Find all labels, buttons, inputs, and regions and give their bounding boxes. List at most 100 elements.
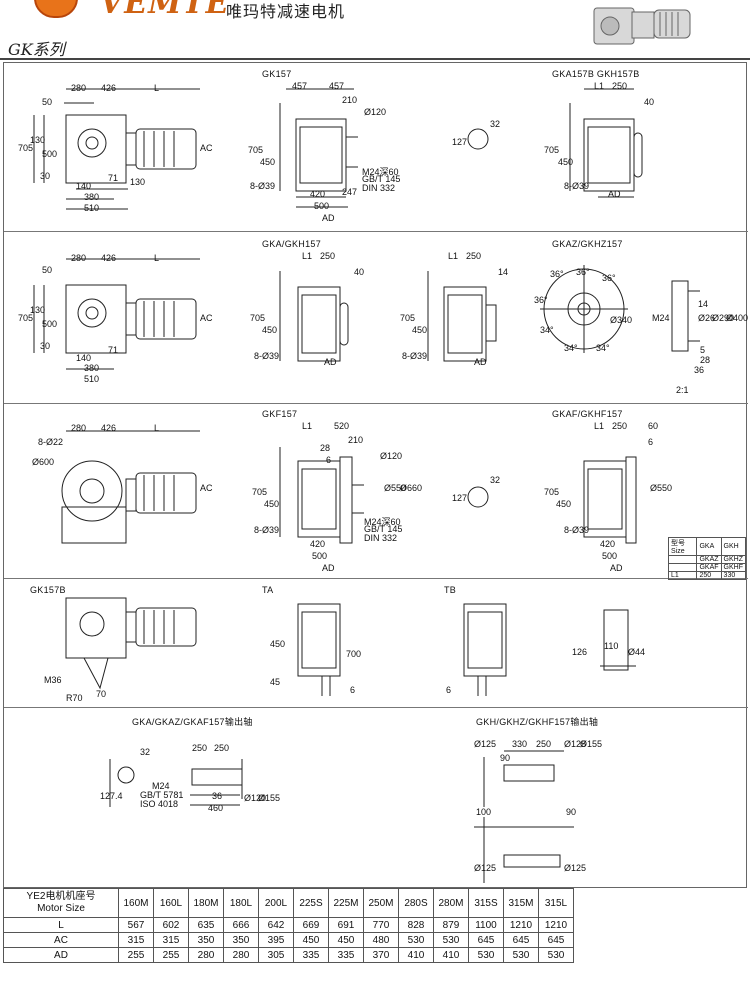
dimension-label: 8-Ø22 xyxy=(38,437,64,447)
series-title: GK系列 xyxy=(8,40,65,59)
dimension-label: 450 xyxy=(412,325,428,335)
row4-drawings xyxy=(65,597,636,696)
dimension-label: 14 xyxy=(498,267,509,277)
dimension-label: Ø120 xyxy=(364,107,387,117)
dimension-label: Ø550 xyxy=(384,483,407,493)
dimension-label: 510 xyxy=(84,374,100,384)
dimension-label: AC xyxy=(200,483,213,493)
dimension-label: 500 xyxy=(42,319,58,329)
section-title-gkaf-gkhf157: GKAF/GKHF157 xyxy=(552,409,623,419)
dimension-label: 426 xyxy=(101,83,117,93)
dimension-label: Ø120 xyxy=(244,793,267,803)
dimension-label: 8-Ø39 xyxy=(254,525,280,535)
dimension-label: 14 xyxy=(698,299,709,309)
dimension-label: 210 xyxy=(342,95,358,105)
dimension-label: AC xyxy=(200,313,213,323)
dimension-label: Ø125 xyxy=(564,739,587,749)
dimension-label: Ø155 xyxy=(258,793,281,803)
drawing-frame: GK157 GKA157B GKH157B xyxy=(3,62,748,888)
dimension-label: 450 xyxy=(558,157,574,167)
dimension-label: 457 xyxy=(292,81,308,91)
dimension-label: 6 xyxy=(446,685,452,695)
dimension-label: 500 xyxy=(42,149,58,159)
dimension-label: 426 xyxy=(101,423,117,433)
dimension-label: Ø340 xyxy=(610,315,633,325)
dimension-label: 250 xyxy=(536,739,552,749)
dimension-label: L1 xyxy=(448,251,459,261)
dimension-label: M24深60 xyxy=(364,517,401,527)
dimension-label: 127 xyxy=(452,493,468,503)
dimension-label: 705 xyxy=(544,145,560,155)
dimension-label: Ø125 xyxy=(564,863,587,873)
section-divider xyxy=(4,578,748,579)
dimension-label: 28 xyxy=(700,355,711,365)
dimension-label: L1 xyxy=(594,421,605,431)
row5-drawings xyxy=(109,750,574,883)
dimension-label: 705 xyxy=(250,313,266,323)
dimension-label: 705 xyxy=(252,487,268,497)
dimension-label: Ø44 xyxy=(628,647,646,657)
dimension-label: 520 xyxy=(334,421,350,431)
dimension-label: 700 xyxy=(346,649,362,659)
dimension-label: 32 xyxy=(490,475,501,485)
table-row: AC 315 315 350 350 395 450 450 480 530 5… xyxy=(3,932,574,948)
dimension-label: 90 xyxy=(566,807,577,817)
dimension-label: AD xyxy=(474,357,487,367)
dimension-label: 130 xyxy=(130,177,146,187)
dimension-label: 5 xyxy=(700,345,706,355)
dimension-label: Ø550 xyxy=(650,483,673,493)
section-title-gka157b: GKA157B GKH157B xyxy=(552,69,640,79)
dimension-label: 8-Ø39 xyxy=(564,181,590,191)
dimension-label: 34° xyxy=(564,343,578,353)
dimension-label: M24深60 xyxy=(362,167,399,177)
dimension-label: 34° xyxy=(596,343,610,353)
dimension-label: 250 xyxy=(192,743,208,753)
dimension-label: 8-Ø39 xyxy=(564,525,590,535)
header-rule xyxy=(0,58,750,60)
dimension-label: 705 xyxy=(248,145,264,155)
dimension-label: 8-Ø39 xyxy=(254,351,280,361)
dimension-label: Ø600 xyxy=(32,457,55,467)
section-divider xyxy=(4,403,748,404)
dimension-label: 40 xyxy=(644,97,655,107)
dimension-label: 127 xyxy=(452,137,468,147)
dimension-label: 30 xyxy=(40,171,51,181)
dimension-label: 50 xyxy=(42,97,53,107)
dimension-label: AC xyxy=(200,143,213,153)
dimension-label: GB/T 145 xyxy=(364,524,403,534)
dimension-label: 127.4 xyxy=(100,791,123,801)
dimension-label: 450 xyxy=(556,499,572,509)
dimension-label: 50 xyxy=(42,265,53,275)
dimension-label: 705 xyxy=(18,143,34,153)
dimension-label: 110 xyxy=(604,641,619,651)
dimension-label: 28 xyxy=(320,443,331,453)
section-divider xyxy=(4,231,748,232)
dimension-label: 6 xyxy=(350,685,356,695)
size-table: 型号 Size GKA GKH GKAZ GKHZ GKAF GKHF L1 2… xyxy=(667,537,747,580)
dimension-label: 30 xyxy=(40,341,51,351)
dimension-label: 280 xyxy=(71,253,87,263)
dimension-label: 457 xyxy=(329,81,345,91)
dimension-label: 140 xyxy=(76,353,92,363)
dimension-label: 380 xyxy=(84,192,100,202)
dimension-label: 250 xyxy=(466,251,482,261)
row1-drawings xyxy=(33,88,643,210)
brand-name-cn: 唯玛特减速电机 xyxy=(226,2,346,21)
dimension-label: 380 xyxy=(84,363,100,373)
gearmotor-illustration xyxy=(593,7,691,45)
dimension-label: Ø155 xyxy=(580,739,603,749)
row3-drawings xyxy=(61,430,637,544)
dimension-label: 426 xyxy=(101,253,117,263)
dimension-label: 36° xyxy=(576,267,590,277)
dimension-label: 140 xyxy=(76,181,92,191)
dimension-label: 280 xyxy=(71,423,87,433)
dimension-label: 330 xyxy=(512,739,528,749)
dimension-label: 36 xyxy=(694,365,705,375)
dimension-label: M24 xyxy=(152,781,170,791)
dimension-label: 34° xyxy=(540,325,554,335)
dimension-label: AD xyxy=(608,189,621,199)
dimension-label: 420 xyxy=(310,189,326,199)
dimension-label: 90 xyxy=(500,753,511,763)
dimension-label: 36 xyxy=(212,791,223,801)
dimension-label: 250 xyxy=(612,81,628,91)
